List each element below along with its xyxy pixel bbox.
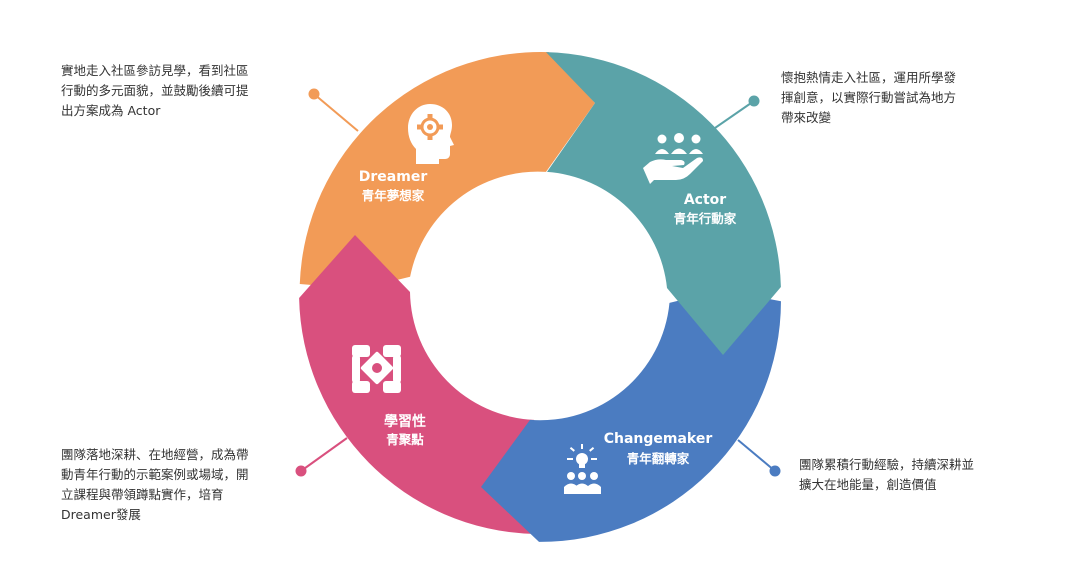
dreamer-description-line: 出方案成為 Actor	[61, 103, 161, 118]
actor-segment	[546, 52, 781, 355]
lightbulb-group-icon	[564, 444, 601, 494]
actor-description: 懷抱熱情走入社區，運用所學發 揮創意，以實際行動嘗試為地方 帶來改變	[781, 68, 956, 128]
changemaker-title: Changemaker	[604, 431, 713, 447]
learning-description-line: 團隊落地深耕、在地經營，成為帶	[61, 447, 249, 462]
actor-description-line: 帶來改變	[781, 110, 832, 125]
actor-connector	[714, 100, 755, 129]
learning-title: 學習性	[384, 413, 426, 430]
changemaker-segment	[481, 290, 781, 542]
actor-subtitle: 青年行動家	[674, 211, 737, 226]
dreamer-connector	[313, 93, 359, 132]
dreamer-title: Dreamer	[359, 169, 428, 185]
learning-subtitle: 青聚點	[386, 432, 424, 447]
actor-connector-dot	[748, 95, 760, 107]
learning-connector	[300, 437, 348, 472]
learning-segment	[299, 235, 560, 534]
changemaker-subtitle: 青年翻轉家	[627, 451, 690, 466]
dreamer-description-line: 實地走入社區參訪見學，看到社區	[61, 63, 249, 78]
actor-description-line: 揮創意，以實際行動嘗試為地方	[781, 90, 957, 105]
dreamer-description: 實地走入社區參訪見學，看到社區 行動的多元面貌，並鼓勵後續可提 出方案成為 Ac…	[61, 61, 249, 121]
learning-description-line: 立課程與帶領蹲點實作，培育	[61, 487, 224, 502]
learning-description-line: Dreamer發展	[61, 507, 141, 522]
dreamer-description-line: 行動的多元面貌，並鼓勵後續可提	[61, 83, 249, 98]
head-gear-icon	[408, 104, 454, 164]
changemaker-description-line: 團隊累積行動經驗，持續深耕並	[799, 457, 975, 472]
hand-people-icon	[643, 133, 703, 184]
changemaker-description: 團隊累積行動經驗，持續深耕並 擴大在地能量，創造價值	[799, 455, 974, 495]
actor-description-line: 懷抱熱情走入社區，運用所學發	[781, 70, 957, 85]
joined-hands-icon	[352, 345, 401, 393]
changemaker-connector-dot	[769, 465, 781, 477]
dreamer-segment	[299, 52, 595, 289]
changemaker-description-line: 擴大在地能量，創造價值	[799, 477, 937, 492]
learning-connector-dot	[295, 465, 307, 477]
learning-description-line: 動青年行動的示範案例或場域，開	[61, 467, 249, 482]
changemaker-connector	[737, 439, 776, 472]
learning-description: 團隊落地深耕、在地經營，成為帶 動青年行動的示範案例或場域，開 立課程與帶領蹲點…	[61, 445, 249, 525]
actor-title: Actor	[684, 192, 726, 208]
dreamer-connector-dot	[308, 88, 320, 100]
dreamer-subtitle: 青年夢想家	[362, 188, 425, 203]
